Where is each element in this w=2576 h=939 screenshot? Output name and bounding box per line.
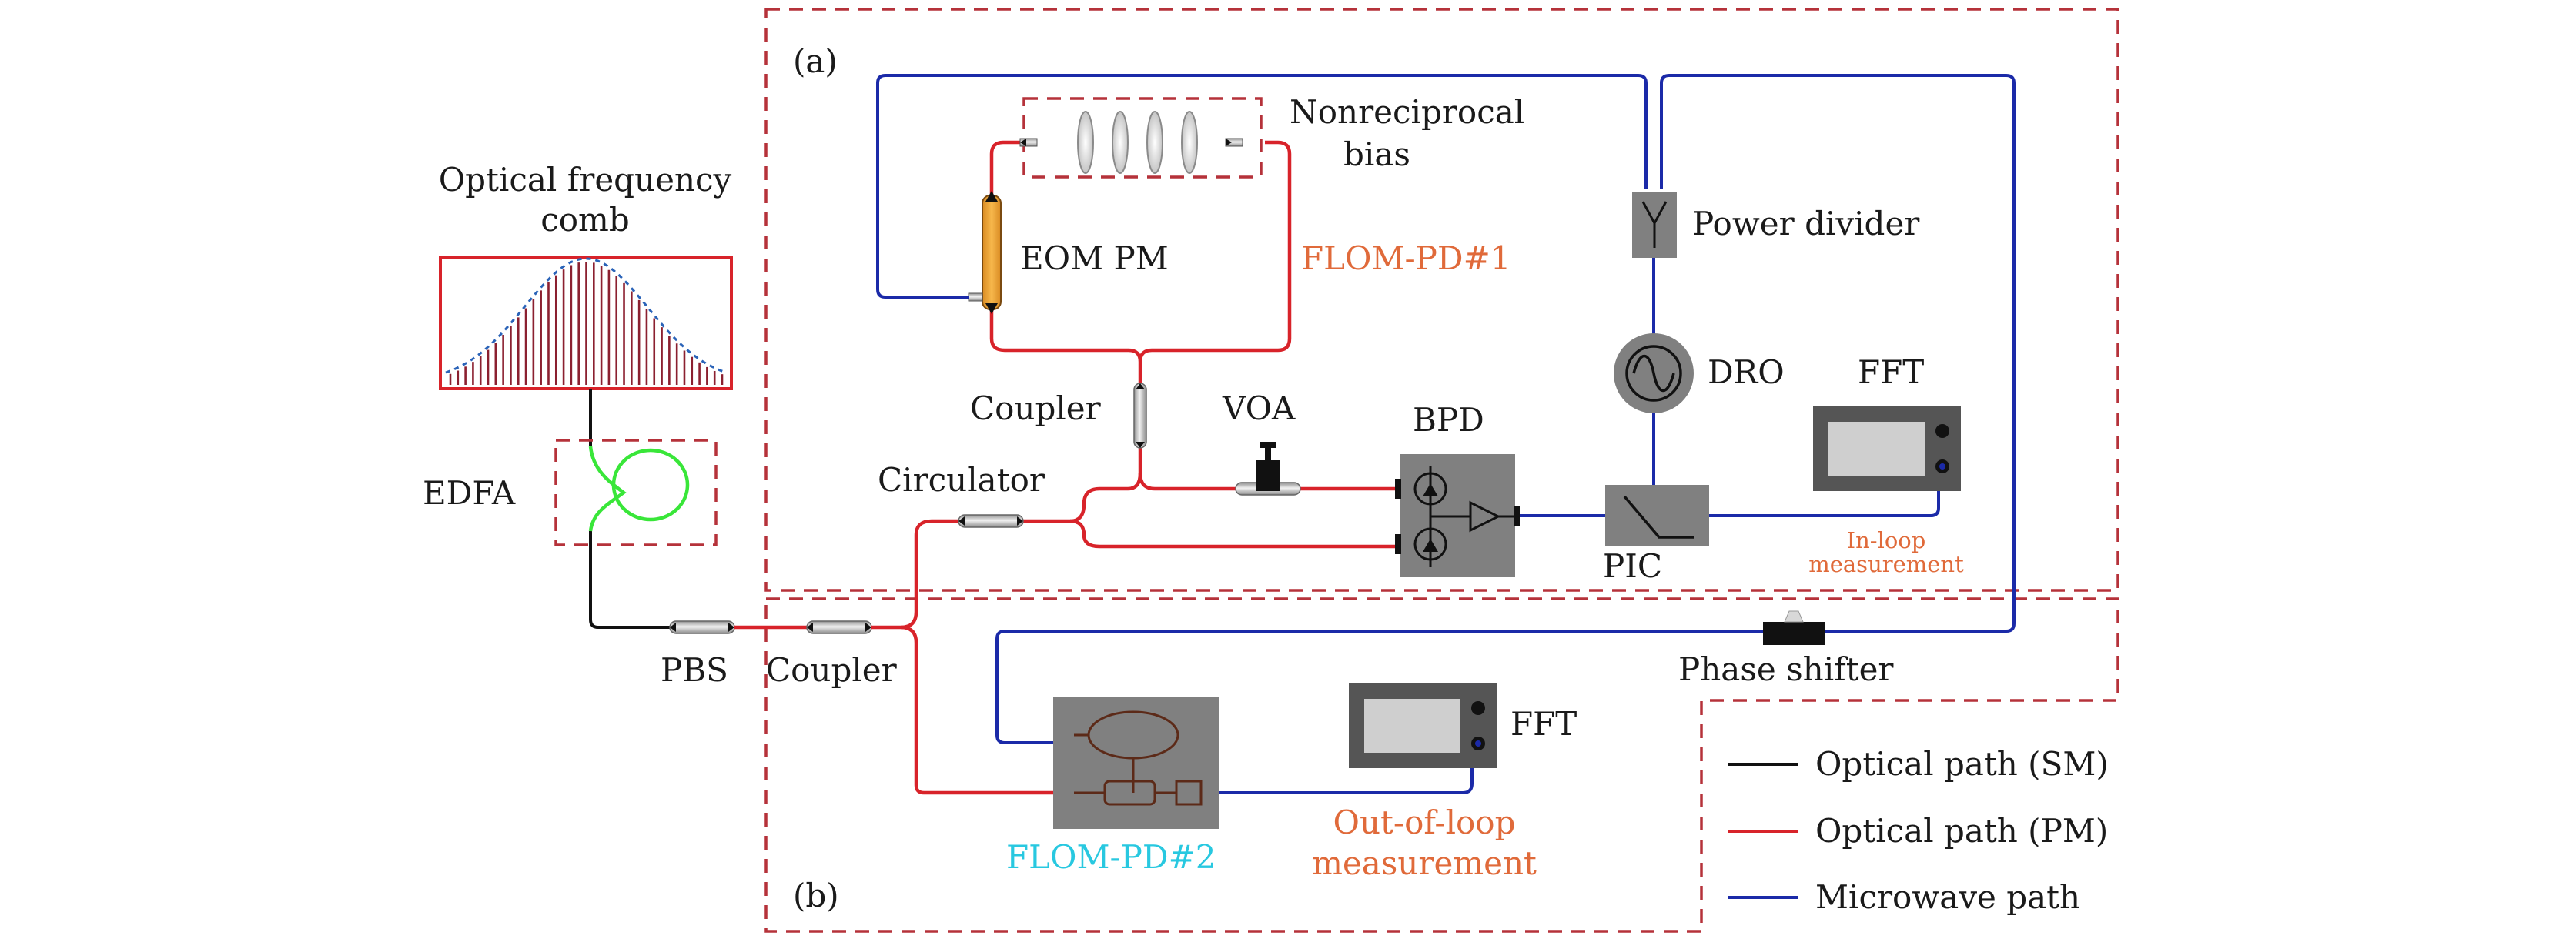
pic-filter-device [1605,485,1709,546]
pic-label: PIC [1603,547,1662,585]
dro-oscillator-icon [1614,333,1694,413]
pbs-label: PBS [661,651,728,689]
flom-pd2-label: FLOM-PD#2 [1006,838,1216,876]
coupler-bottom-icon [806,620,872,634]
sm-fiber [589,389,670,629]
legend-label-microwave: Microwave path [1815,878,2080,916]
pm-fiber-to-flom-pd2 [900,625,1053,795]
flom-pd2-device [1053,697,1219,829]
legend: Optical path (SM) Optical path (PM) Micr… [1728,745,2109,916]
eom-pm-label: EOM PM [1020,239,1169,277]
fft-top-label: FFT [1858,353,1924,391]
eom-pm-icon [968,191,1002,314]
nonreciprocal-lens-icon [1019,111,1243,174]
panel-a-frame [764,8,2119,592]
pbs-coupler-icon [669,620,735,634]
inloop-label-line2: measurement [1808,551,1964,577]
voa-attenuator-icon [1235,442,1301,496]
comb-title-line2: comb [540,201,630,239]
nonreciprocal-label-line1: Nonreciprocal [1290,93,1524,131]
pm-fiber-coupler-to-voa [1138,473,1236,491]
coupler-mid-label: Coupler [970,389,1102,427]
power-divider-label: Power divider [1692,205,1920,242]
photodiode-arrow-lower [1423,539,1438,552]
pm-fiber-loop [989,140,1292,385]
microwave-pic-to-fft-top [1705,468,1940,517]
coupler-mid-icon [1133,383,1147,449]
nonreciprocal-label-line2: bias [1343,135,1410,173]
circulator-icon [958,514,1024,528]
photodiode-arrow-upper [1423,483,1438,496]
microwave-phase-shifter-to-flom-pd2 [995,630,1763,744]
screen-icon [1828,422,1925,476]
comb-spectrum [439,256,733,390]
fft-top-device [1813,406,1961,491]
edfa-coil-icon [588,446,690,532]
pm-fiber-circulator-to-bpd-lower [1069,519,1400,549]
amplifier-icon [1469,500,1501,533]
microwave-flom-pd2-to-fft-bottom [1218,744,1474,794]
pm-fiber-circulator-ports [1023,446,1142,523]
voa-label: VOA [1222,389,1296,427]
filter-icon [1623,495,1694,539]
legend-label-pm: Optical path (PM) [1815,812,2108,850]
power-divider-device [1632,192,1677,258]
microwave-divider-to-phase-shifter [1660,74,2016,633]
panel-b-frame [764,597,2119,933]
fft-bottom-label: FFT [1510,705,1577,743]
dro-label: DRO [1708,353,1785,391]
outloop-label-line2: measurement [1312,844,1537,882]
coupler-bottom-label: Coupler [766,651,898,689]
bpd-device [1395,454,1520,577]
phase-shifter-device [1763,610,1825,645]
screen-icon [1364,699,1460,753]
circulator-label: Circulator [878,461,1045,499]
pm-fiber-to-circulator [871,519,958,630]
fft-bottom-device [1349,683,1497,768]
flom-pd1-label: FLOM-PD#1 [1301,239,1511,277]
nonreciprocal-bias-box [1022,97,1263,179]
phase-shifter-label: Phase shifter [1678,650,1894,688]
panel-a-label: (a) [793,42,838,80]
inloop-label-line1: In-loop [1847,527,1926,553]
edfa-box [554,439,718,546]
microwave-eom-feed [876,74,1648,299]
legend-label-sm: Optical path (SM) [1815,745,2109,783]
panel-b-label: (b) [793,877,839,914]
splitter-icon [1641,201,1668,248]
edfa-label: EDFA [423,474,516,512]
outloop-label-line1: Out-of-loop [1333,804,1516,841]
bpd-label: BPD [1413,401,1484,439]
comb-title-line1: Optical frequency [439,161,732,199]
